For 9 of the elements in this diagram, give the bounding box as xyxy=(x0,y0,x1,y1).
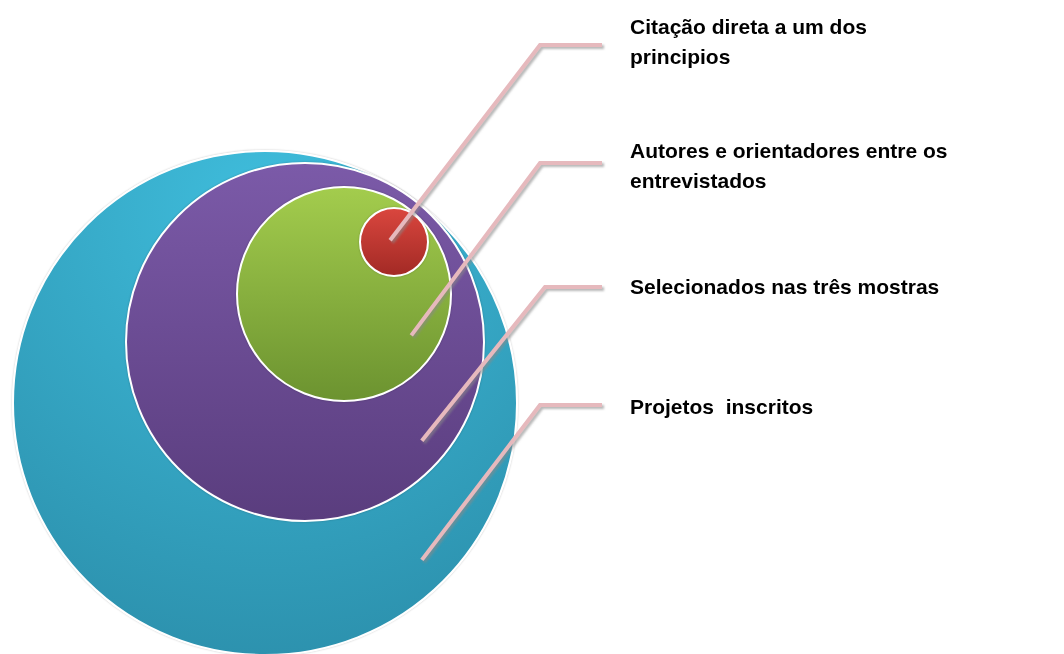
callout-text: Selecionados nas três mostras xyxy=(602,272,1042,302)
callout-text: Projetos inscritos xyxy=(602,392,1042,422)
leader-line xyxy=(420,285,602,443)
leader-line xyxy=(388,43,602,242)
leader-line xyxy=(409,161,602,337)
circle xyxy=(359,207,429,277)
callout-text: Autores e orientadores entre os entrevistados xyxy=(602,136,1042,196)
leader-line xyxy=(420,403,602,562)
callout-text: Citação direta a um dos principios xyxy=(602,12,932,72)
